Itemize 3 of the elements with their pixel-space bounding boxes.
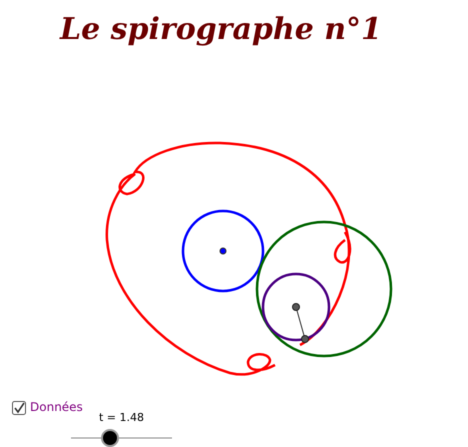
checkbox-label: Données <box>30 400 83 414</box>
slider-value: t = 1.48 <box>99 411 144 424</box>
title: Le spirographe n°1 <box>60 12 382 47</box>
